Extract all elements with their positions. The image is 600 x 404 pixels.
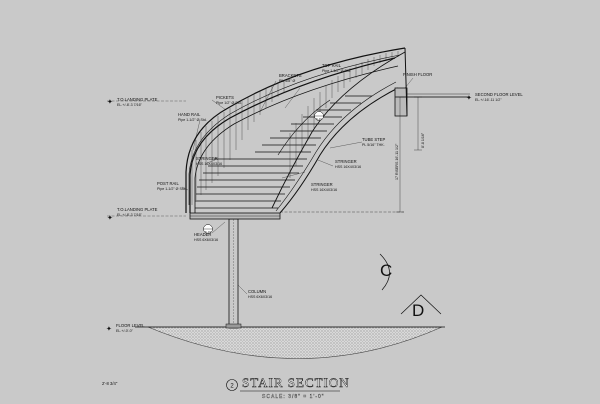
svg-text:✦: ✦ <box>466 94 472 102</box>
label-dim-risers: 17 RISERS 16'-11 1/2" <box>395 143 399 180</box>
pickets <box>191 51 399 205</box>
label-column-spec: HSS 6X6X3/16 <box>248 295 272 299</box>
svg-text:✦: ✦ <box>107 214 113 222</box>
leader-lines <box>181 77 414 295</box>
label-header: HEADER <box>194 232 211 237</box>
label-pickets: PICKETS <box>216 95 234 100</box>
svg-text:✦: ✦ <box>106 325 112 333</box>
label-second-floor: SECOND FLOOR LEVEL <box>475 92 523 97</box>
stair-treads <box>195 95 372 209</box>
elevation-marker-floor: ✦ <box>106 325 112 333</box>
label-dim-right: 8'-8 1/16" <box>421 132 425 148</box>
label-post-rail-spec: Pipe 1-1/2" Ø Std. <box>157 187 186 191</box>
label-top-rail: TOP RAIL <box>322 63 342 68</box>
detail-b-text: S-01 <box>205 230 211 234</box>
label-stringer-right: STRINGER <box>311 182 333 187</box>
detail-bubble-a: S-01 <box>314 111 324 121</box>
label-second-floor-el: EL.+/-16'-11 1/2" <box>475 98 502 102</box>
elevation-marker-mid: ✦ <box>107 214 186 222</box>
label-finish-floor: FINISH FLOOR <box>403 72 432 77</box>
label-to-landing-plate-top: T.O.LANDING PLATE <box>117 97 158 102</box>
label-tube-step-spec: PL 5/16" THK. <box>362 143 385 147</box>
label-brackets: BRACKETS <box>279 73 302 78</box>
hand-rail <box>188 54 401 205</box>
top-rail <box>185 47 406 213</box>
dimension-lines <box>280 96 422 213</box>
label-stringer-left: STRINGER <box>196 156 218 161</box>
title-scale: SCALE: 3/8" = 1'-0" <box>262 394 325 400</box>
label-hand-rail: HAND RAIL <box>178 112 201 117</box>
detail-a-text: S-01 <box>316 117 322 121</box>
label-stringer-mid-spec: HSS 16X4X3/16 <box>335 165 361 169</box>
detail-bubble-b: S-01 <box>203 224 213 234</box>
label-floor-level: FLOOR LEVEL <box>116 323 145 328</box>
label-floor-level-el: EL.+/-0'-0" <box>116 329 134 333</box>
label-stringer-left-spec: HSS 16X4X3/16 <box>196 162 222 166</box>
landing-header <box>189 212 281 220</box>
label-top-rail-spec: Pipe 1-1/2" Ø Std. <box>322 69 351 73</box>
label-hand-rail-spec: Pipe 1-1/2" Ø Std. <box>178 118 207 122</box>
section-marker-c-text: C <box>380 261 392 280</box>
label-to-landing-plate-top-el: EL.+/-8'-3 7/16" <box>117 103 143 107</box>
column <box>225 218 242 329</box>
label-post-rail: POST RAIL <box>157 181 179 186</box>
label-stringer-mid: STRINGER <box>335 159 357 164</box>
elevation-marker-top: ✦ <box>107 98 186 106</box>
label-stringer-right-spec: HSS 16X4X3/16 <box>311 188 337 192</box>
label-bottom-note: 2'-8 3/4" <box>102 381 118 386</box>
label-brackets-spec: PIL 5/8" Ø <box>279 79 296 83</box>
label-to-landing-plate-mid: T.O.LANDING PLATE <box>117 207 158 212</box>
stringer-inner <box>279 87 399 214</box>
svg-text:✦: ✦ <box>107 98 113 106</box>
title-number: 2 <box>230 384 234 390</box>
label-column: COLUMN <box>248 289 266 294</box>
inner-rail <box>271 51 406 209</box>
title-block: 2 STAIR SECTION SCALE: 3/8" = 1'-0" <box>226 375 350 400</box>
label-tube-step: TUBE STEP <box>362 137 385 142</box>
label-pickets-spec: Pipe 1/2" Ø Std. <box>216 101 242 105</box>
stringer-outer <box>189 57 396 213</box>
title-text: STAIR SECTION <box>242 375 350 390</box>
section-marker-d: D <box>400 294 442 320</box>
section-marker-d-text: D <box>412 301 424 320</box>
section-marker-c: C <box>379 253 392 291</box>
label-header-spec: HSS 6X6X3/16 <box>194 238 218 242</box>
ground-hatch <box>147 326 443 359</box>
elevation-marker-second-floor: ✦ <box>400 94 472 102</box>
label-to-landing-plate-mid-el: EL.+/-8'-3 7/16" <box>117 213 143 217</box>
